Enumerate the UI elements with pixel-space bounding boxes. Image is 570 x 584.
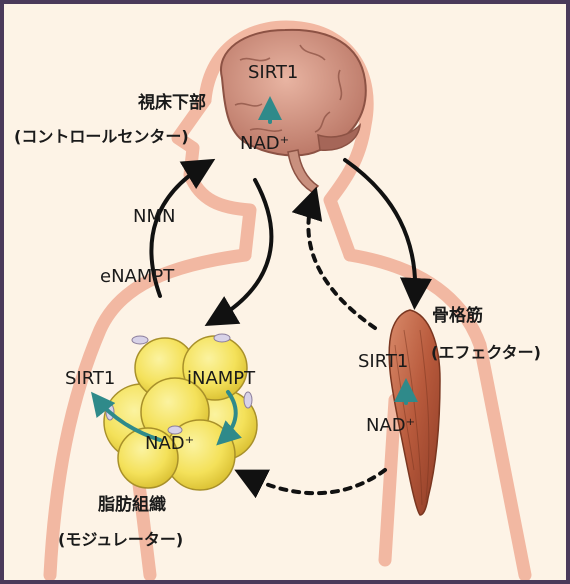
- muscle-sirt1-label: SIRT1: [358, 351, 408, 372]
- brain-illustration: [221, 30, 366, 192]
- diagram-canvas: 視床下部 (コントロールセンター) SIRT1 NAD⁺ NMN eNAMPT …: [4, 4, 566, 580]
- hypothalamus-role-label: (コントロールセンター): [14, 127, 189, 146]
- brain-to-muscle-arrow: [345, 160, 415, 298]
- muscle-to-fat-arrow: [245, 470, 385, 493]
- nmn-label: NMN: [133, 206, 175, 227]
- brain-nad-label: NAD⁺: [240, 133, 289, 154]
- feedback-arrows: [245, 198, 385, 493]
- brain-sirt1-label: SIRT1: [248, 62, 298, 83]
- muscle-illustration: [389, 310, 440, 515]
- hypothalamus-label: 視床下部: [137, 92, 206, 113]
- adipose-tissue-label: 脂肪組織: [98, 494, 166, 515]
- skeletal-muscle-label: 骨格筋: [432, 305, 483, 326]
- muscle-nad-label: NAD⁺: [366, 415, 415, 436]
- enampt-label: eNAMPT: [100, 266, 175, 287]
- fat-sirt1-label: SIRT1: [65, 368, 115, 389]
- fat-inampt-label: iNAMPT: [187, 368, 256, 389]
- skeletal-muscle-role-label: (エフェクター): [431, 343, 541, 362]
- adipose-tissue-role-label: (モジュレーター): [58, 530, 183, 549]
- fat-nad-label: NAD⁺: [145, 433, 194, 454]
